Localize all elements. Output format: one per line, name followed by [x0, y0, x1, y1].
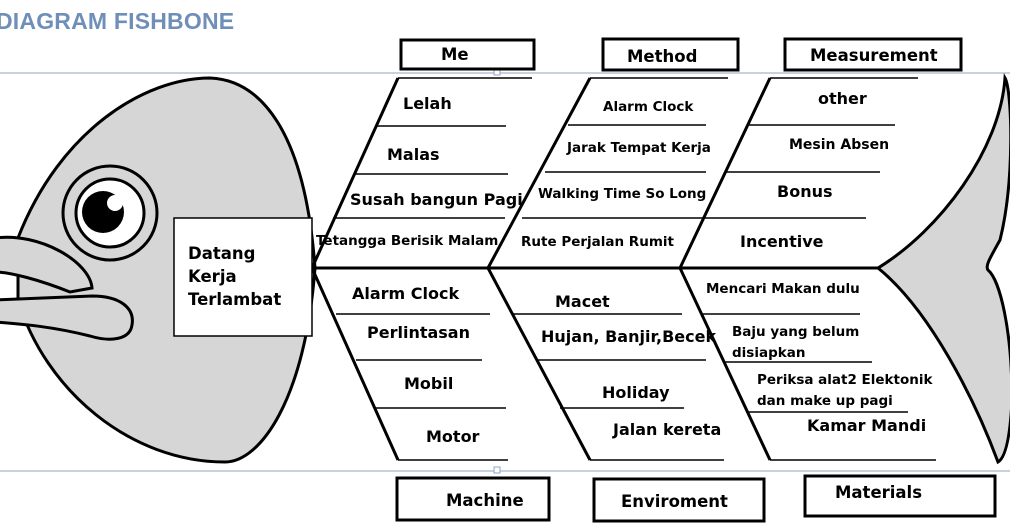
category-label-me: Me: [441, 45, 469, 64]
category-box-measurement: [783, 37, 963, 72]
category-box-environment: [592, 477, 766, 523]
cause-method-2: Jarak Tempat Kerja: [566, 140, 711, 156]
selection-handle-bottom[interactable]: [493, 466, 501, 474]
cause-machine-4: Motor: [426, 427, 480, 446]
effect-line-1: Datang: [188, 244, 255, 263]
effect-line-3: Terlambat: [188, 290, 281, 309]
diagram-title: DIAGRAM FISHBONE: [0, 8, 235, 34]
bone-me: [310, 77, 400, 269]
cause-materials-3a: Periksa alat2 Elektonik: [757, 372, 934, 388]
fish-lower-lip: [0, 294, 134, 341]
fish-eye-highlight: [107, 195, 123, 211]
cause-me-2: Malas: [387, 145, 440, 164]
cause-materials-2b: disiapkan: [732, 345, 805, 361]
cause-machine-2: Perlintasan: [367, 323, 470, 342]
fish-tail-shape: [875, 73, 1010, 465]
bone-measurement: [678, 77, 772, 269]
category-label-environment: Enviroment: [621, 492, 728, 511]
cause-materials-4: Kamar Mandi: [807, 416, 926, 435]
cause-environment-3: Holiday: [602, 383, 670, 402]
effect-line-2: Kerja: [188, 267, 237, 286]
fish-upper-lip: [0, 235, 94, 294]
cause-measurement-1: other: [818, 89, 867, 108]
cause-machine-1: Alarm Clock: [352, 284, 460, 303]
cause-environment-1: Macet: [555, 292, 610, 311]
bone-materials: [678, 267, 772, 461]
bone-machine: [310, 267, 400, 461]
category-box-machine: [395, 476, 551, 522]
cause-me-1: Lelah: [403, 94, 452, 113]
cause-machine-3: Mobil: [404, 374, 453, 393]
category-box-me: [399, 38, 536, 71]
cause-method-3: Walking Time So Long: [538, 186, 706, 202]
category-label-method: Method: [627, 47, 697, 66]
cause-measurement-3: Bonus: [777, 182, 833, 201]
cause-materials-3b: dan make up pagi: [757, 393, 893, 409]
cause-method-1: Alarm Clock: [603, 99, 694, 115]
category-box-method: [601, 37, 740, 72]
cause-environment-2: Hujan, Banjir,Becek: [541, 327, 716, 346]
category-label-measurement: Measurement: [810, 46, 938, 65]
effect-box: [173, 217, 313, 337]
bone-method: [486, 77, 592, 269]
bone-environment: [486, 267, 592, 461]
cause-method-4: Rute Perjalan Rumit: [521, 234, 675, 250]
category-label-materials: Materials: [835, 483, 922, 502]
cause-materials-1: Mencari Makan dulu: [706, 281, 860, 297]
category-label-machine: Machine: [446, 491, 524, 510]
cause-environment-4: Jalan kereta: [612, 420, 721, 439]
cause-me-3: Susah bangun Pagi: [350, 190, 523, 209]
cause-materials-2a: Baju yang belum: [732, 324, 859, 340]
cause-measurement-2: Mesin Absen: [789, 137, 889, 153]
cause-measurement-4: Incentive: [740, 232, 824, 251]
category-box-materials: [803, 474, 997, 518]
cause-me-4: Tetangga Berisik Malam: [316, 233, 498, 249]
